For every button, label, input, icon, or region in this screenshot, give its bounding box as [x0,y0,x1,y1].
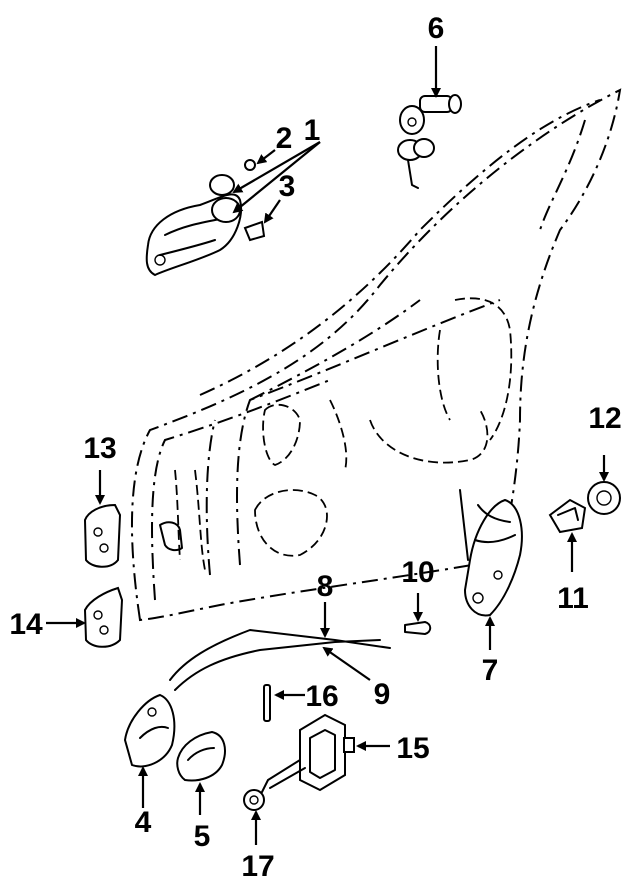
callout-8: 8 [317,570,334,603]
callout-2: 2 [276,122,293,155]
callout-3: 3 [279,170,296,203]
door-latch-assembly [459,489,523,617]
control-rods [169,629,391,691]
callout-15: 15 [396,732,429,765]
callout-6: 6 [428,12,445,45]
callout-11: 11 [557,582,589,615]
callout-16: 16 [305,680,338,713]
callout-13: 13 [83,432,116,465]
door-shell-outline [131,88,622,622]
callout-labels: 1 2 3 4 5 6 7 8 9 10 11 12 13 14 15 16 1… [9,12,621,883]
bolt [243,789,265,811]
outside-handle-assembly [145,159,266,277]
inside-handle [123,693,176,768]
lock-cylinder-assembly [397,94,462,189]
striker-parts [548,481,621,534]
callout-7: 7 [482,654,499,687]
leader-lines [46,46,609,845]
callout-12: 12 [588,402,621,435]
callout-1: 1 [304,114,321,147]
callout-14: 14 [9,608,43,641]
callout-4: 4 [135,806,152,839]
rod-clip [404,621,432,635]
callout-5: 5 [194,820,211,853]
door-check [261,713,355,793]
callout-9: 9 [374,678,391,711]
callout-10: 10 [401,556,434,589]
pin [263,684,271,722]
callout-17: 17 [241,850,274,883]
handle-bezel [176,730,226,782]
door-hinges [83,503,124,648]
